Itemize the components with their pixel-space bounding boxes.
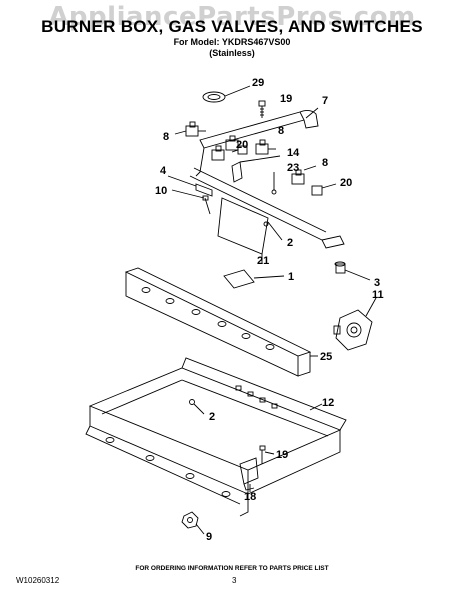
part-20-switch-b <box>311 183 337 196</box>
part-3-grommet <box>334 261 371 281</box>
part-8-valve-c <box>291 165 317 185</box>
part-2-screw-top <box>267 221 283 241</box>
callout-2-top: 2 <box>287 237 293 249</box>
ordering-note: FOR ORDERING INFORMATION REFER TO PARTS … <box>135 565 329 572</box>
callout-20-right: 20 <box>340 177 352 189</box>
callout-19-bottom: 19 <box>276 449 288 461</box>
part-18-bracket <box>239 457 259 492</box>
callout-8-right: 8 <box>322 157 328 169</box>
part-29-clip <box>202 85 251 103</box>
callout-19-top: 19 <box>280 93 292 105</box>
callout-11: 11 <box>372 289 384 301</box>
part-8-valve-d <box>211 145 225 161</box>
model-line: For Model: YKDRS467VS00 <box>173 37 291 47</box>
part-8-valve-b <box>255 139 276 155</box>
callout-14: 14 <box>287 147 300 159</box>
callout-21: 21 <box>257 255 269 267</box>
page-number: 3 <box>232 576 237 585</box>
finish-line: (Stainless) <box>209 48 255 58</box>
part-19-screw-bottom <box>259 445 275 464</box>
part-25-front-panel <box>124 267 318 377</box>
callout-20-top: 20 <box>236 139 248 151</box>
callout-2-bottom: 2 <box>209 411 215 423</box>
part-8-valve-a <box>174 121 206 137</box>
callout-9: 9 <box>206 531 212 543</box>
part-11-pressure-regulator <box>333 297 377 351</box>
part-21-heat-shield <box>217 197 269 264</box>
watermark: AppliancePartsPros.com <box>48 2 416 32</box>
part-9-nut <box>181 511 205 535</box>
part-12-burner-box <box>85 357 347 517</box>
part-14-bracket <box>231 155 281 183</box>
part-4-bracket <box>167 175 213 197</box>
callout-23: 23 <box>287 162 299 174</box>
callout-18: 18 <box>244 491 256 503</box>
part-8-valve-e <box>225 135 239 151</box>
part-23-wire-clip <box>271 172 277 195</box>
part-20-switch-a <box>231 145 248 155</box>
callout-4: 4 <box>160 165 167 177</box>
callout-8-middle: 8 <box>278 125 284 137</box>
callout-29: 29 <box>252 77 264 89</box>
document-number: W10260312 <box>16 576 60 585</box>
callout-12: 12 <box>322 397 334 409</box>
callout-3: 3 <box>374 277 380 289</box>
page-title: BURNER BOX, GAS VALVES, AND SWITCHES <box>41 17 423 36</box>
callout-25: 25 <box>320 351 332 363</box>
callout-8-left: 8 <box>163 131 169 143</box>
callout-10: 10 <box>155 185 167 197</box>
callout-1: 1 <box>288 271 294 283</box>
part-10-screw <box>171 189 211 215</box>
part-7-manifold <box>189 107 345 249</box>
part-1-plate <box>223 269 285 289</box>
part-19-screw-top <box>258 100 266 118</box>
callout-7: 7 <box>322 95 328 107</box>
part-2-screw-bottom <box>189 399 205 415</box>
